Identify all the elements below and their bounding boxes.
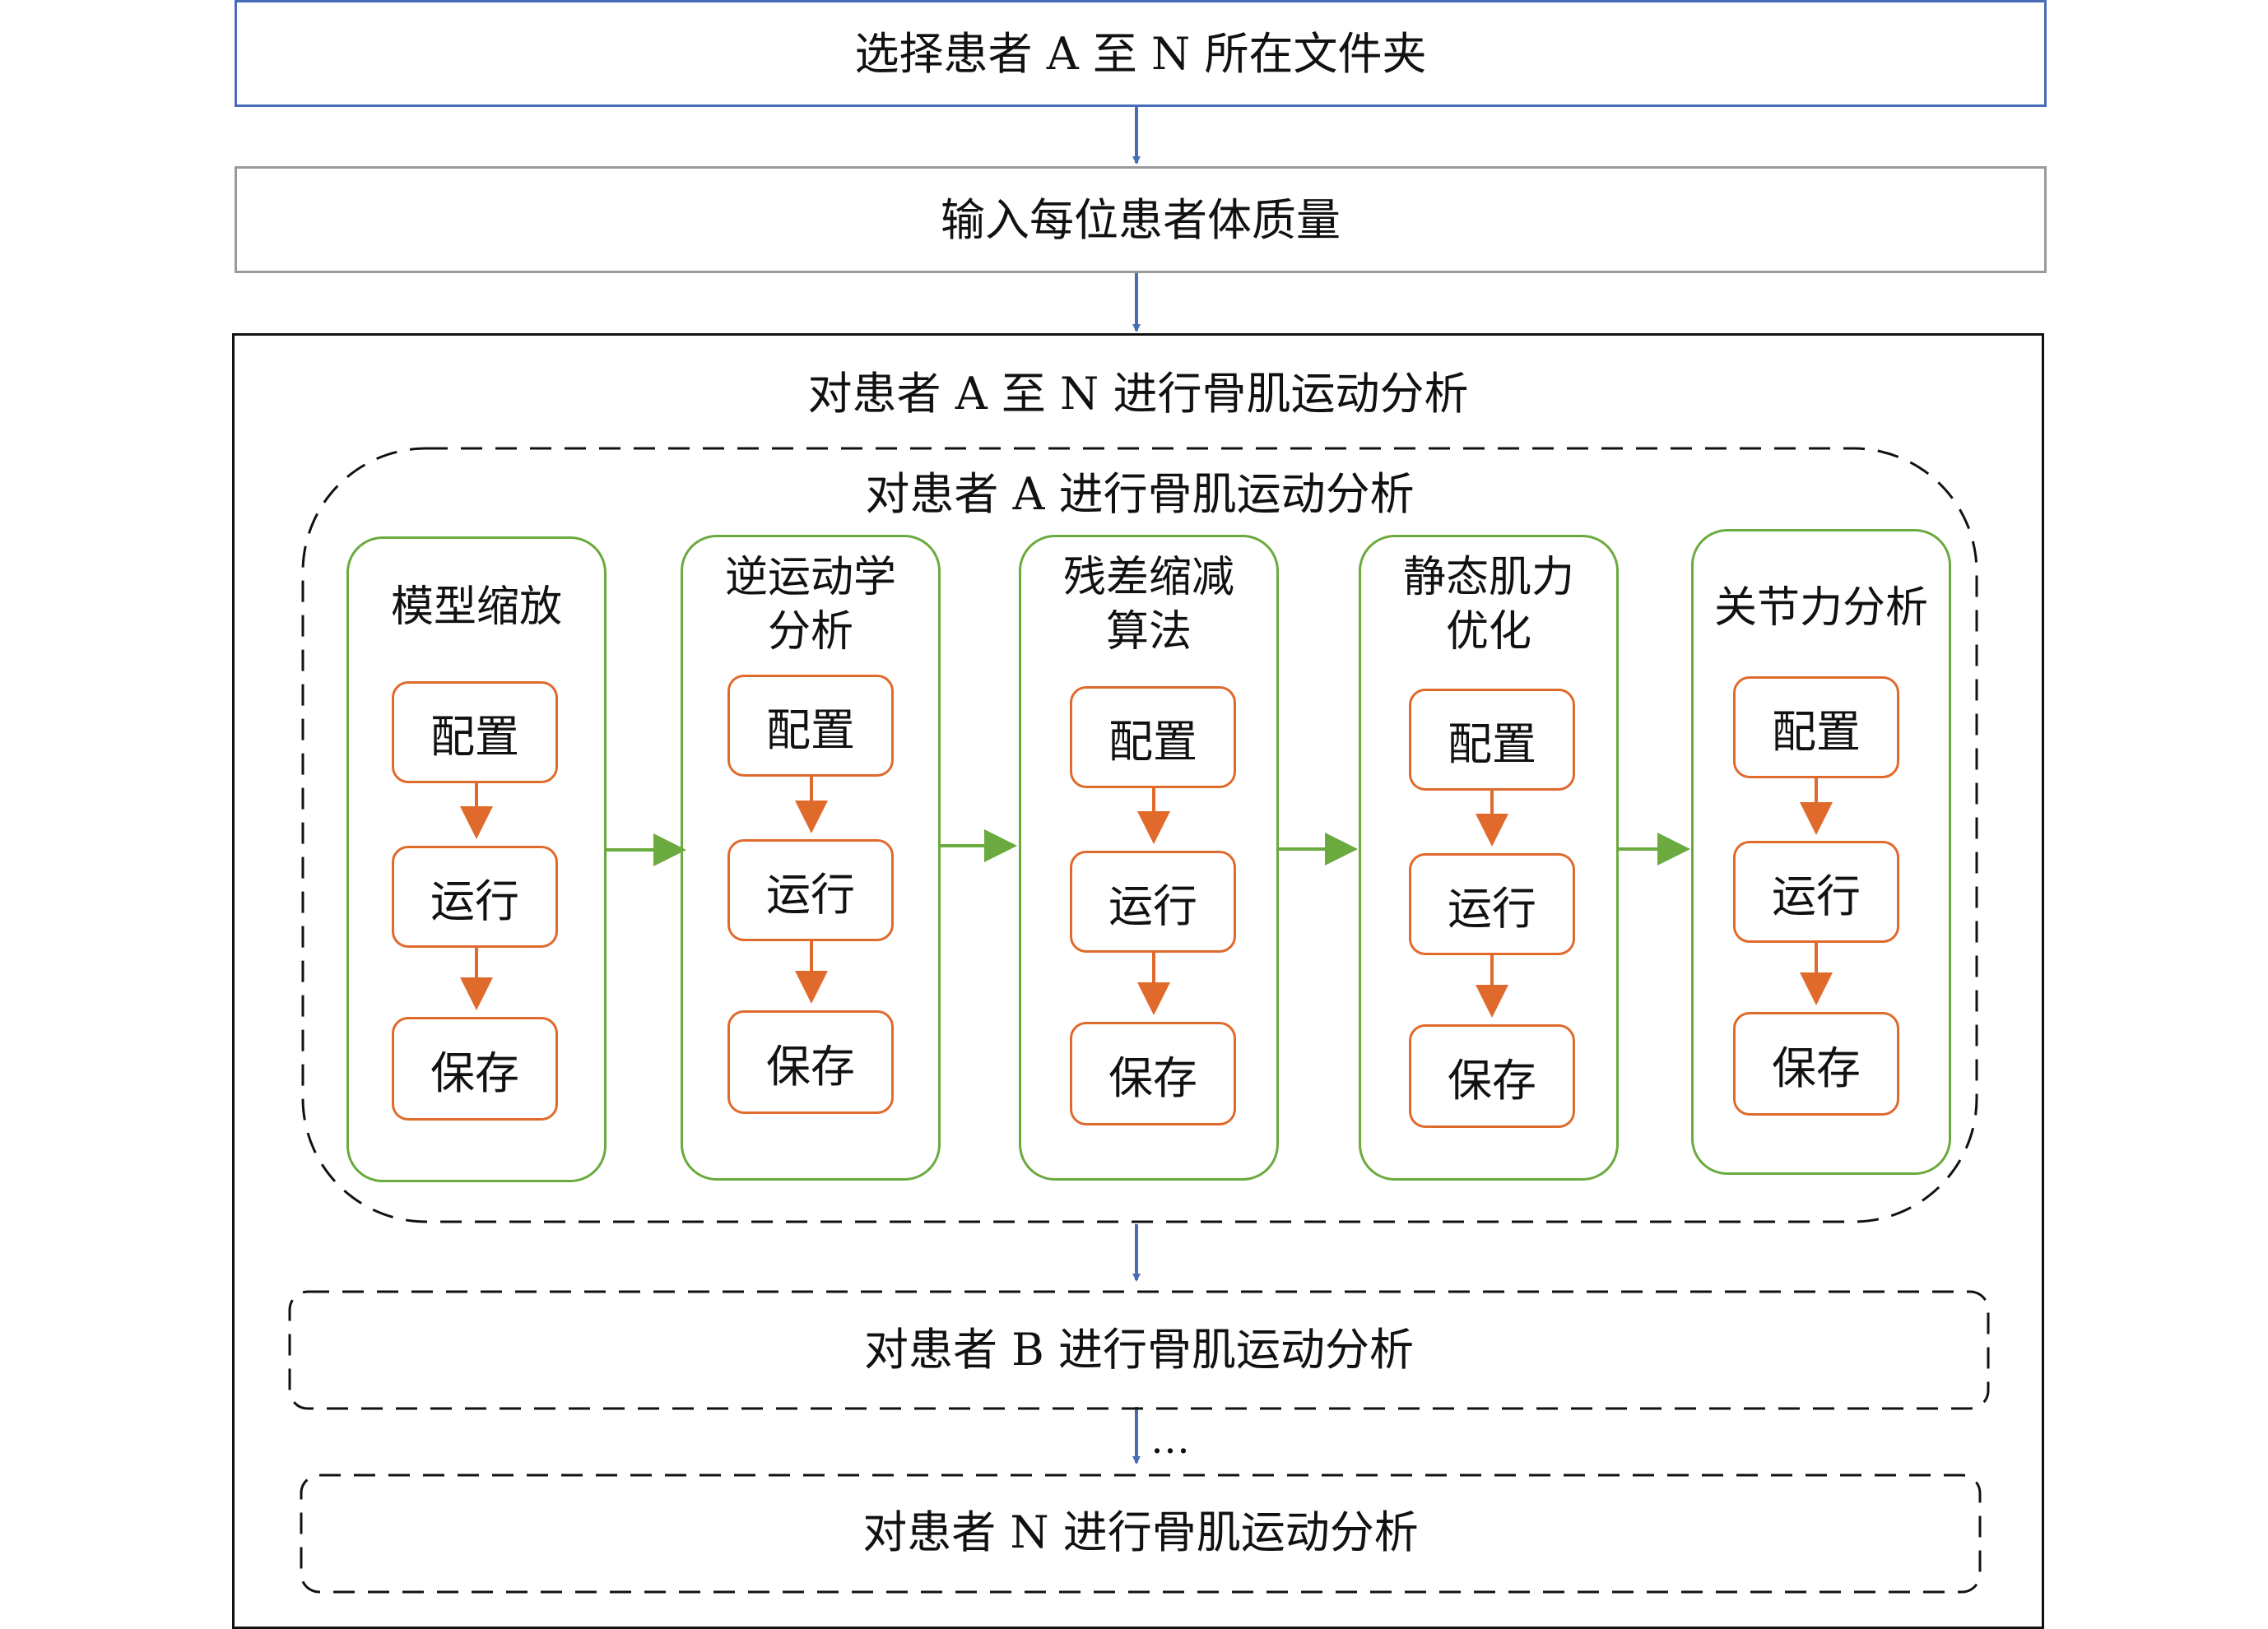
- stage-title: 模型缩放: [390, 582, 562, 632]
- step-save: 保存: [1070, 1022, 1236, 1125]
- step-config: 配置: [1409, 689, 1575, 791]
- patient-a-frame: [301, 447, 1978, 1223]
- step-run: 运行: [1733, 841, 1899, 943]
- step-save: 保存: [392, 1017, 558, 1121]
- stage-title: 残差缩减 算法: [1062, 553, 1234, 657]
- stage-title: 逆运动学 分析: [724, 553, 896, 657]
- ellipsis: …: [1150, 1417, 1190, 1463]
- step-config: 配置: [1070, 686, 1236, 788]
- input-mass-label: 输入每位患者体质量: [941, 194, 1341, 246]
- step-save: 保存: [1409, 1024, 1575, 1128]
- step-config: 配置: [727, 675, 894, 777]
- step-run: 运行: [392, 846, 558, 948]
- all-patients-box: 对患者 A 至 N 进行骨肌运动分析: [232, 333, 2044, 1629]
- stage-title: 静态肌力 优化: [1402, 553, 1574, 657]
- step-run: 运行: [1409, 853, 1575, 955]
- stage-model-scaling: 模型缩放: [346, 536, 607, 1182]
- stage-inverse-kinematics: 逆运动学 分析: [681, 535, 941, 1181]
- step-config: 配置: [1733, 676, 1899, 778]
- patient-b-frame: [288, 1290, 1990, 1410]
- input-mass-box: 输入每位患者体质量: [235, 166, 2047, 273]
- step-save: 保存: [1733, 1012, 1899, 1116]
- stage-residual-reduction: 残差缩减 算法: [1019, 535, 1279, 1181]
- patient-b-title: 对患者 B 进行骨肌运动分析: [863, 1324, 1414, 1376]
- patient-n-frame: [300, 1474, 1982, 1594]
- patient-n-title: 对患者 N 进行骨肌运动分析: [862, 1506, 1419, 1558]
- all-patients-title: 对患者 A 至 N 进行骨肌运动分析: [807, 368, 1469, 420]
- patient-a-title: 对患者 A 进行骨肌运动分析: [865, 468, 1415, 520]
- step-run: 运行: [727, 839, 894, 941]
- select-folder-box: 选择患者 A 至 N 所在文件夹: [235, 0, 2047, 107]
- step-run: 运行: [1070, 851, 1236, 953]
- select-folder-label: 选择患者 A 至 N 所在文件夹: [854, 28, 1427, 80]
- stage-static-optimization: 静态肌力 优化: [1359, 535, 1619, 1181]
- step-save: 保存: [727, 1010, 894, 1114]
- step-config: 配置: [392, 681, 558, 783]
- stage-title: 关节力分析: [1713, 583, 1928, 633]
- stage-joint-reaction: 关节力分析: [1691, 529, 1951, 1175]
